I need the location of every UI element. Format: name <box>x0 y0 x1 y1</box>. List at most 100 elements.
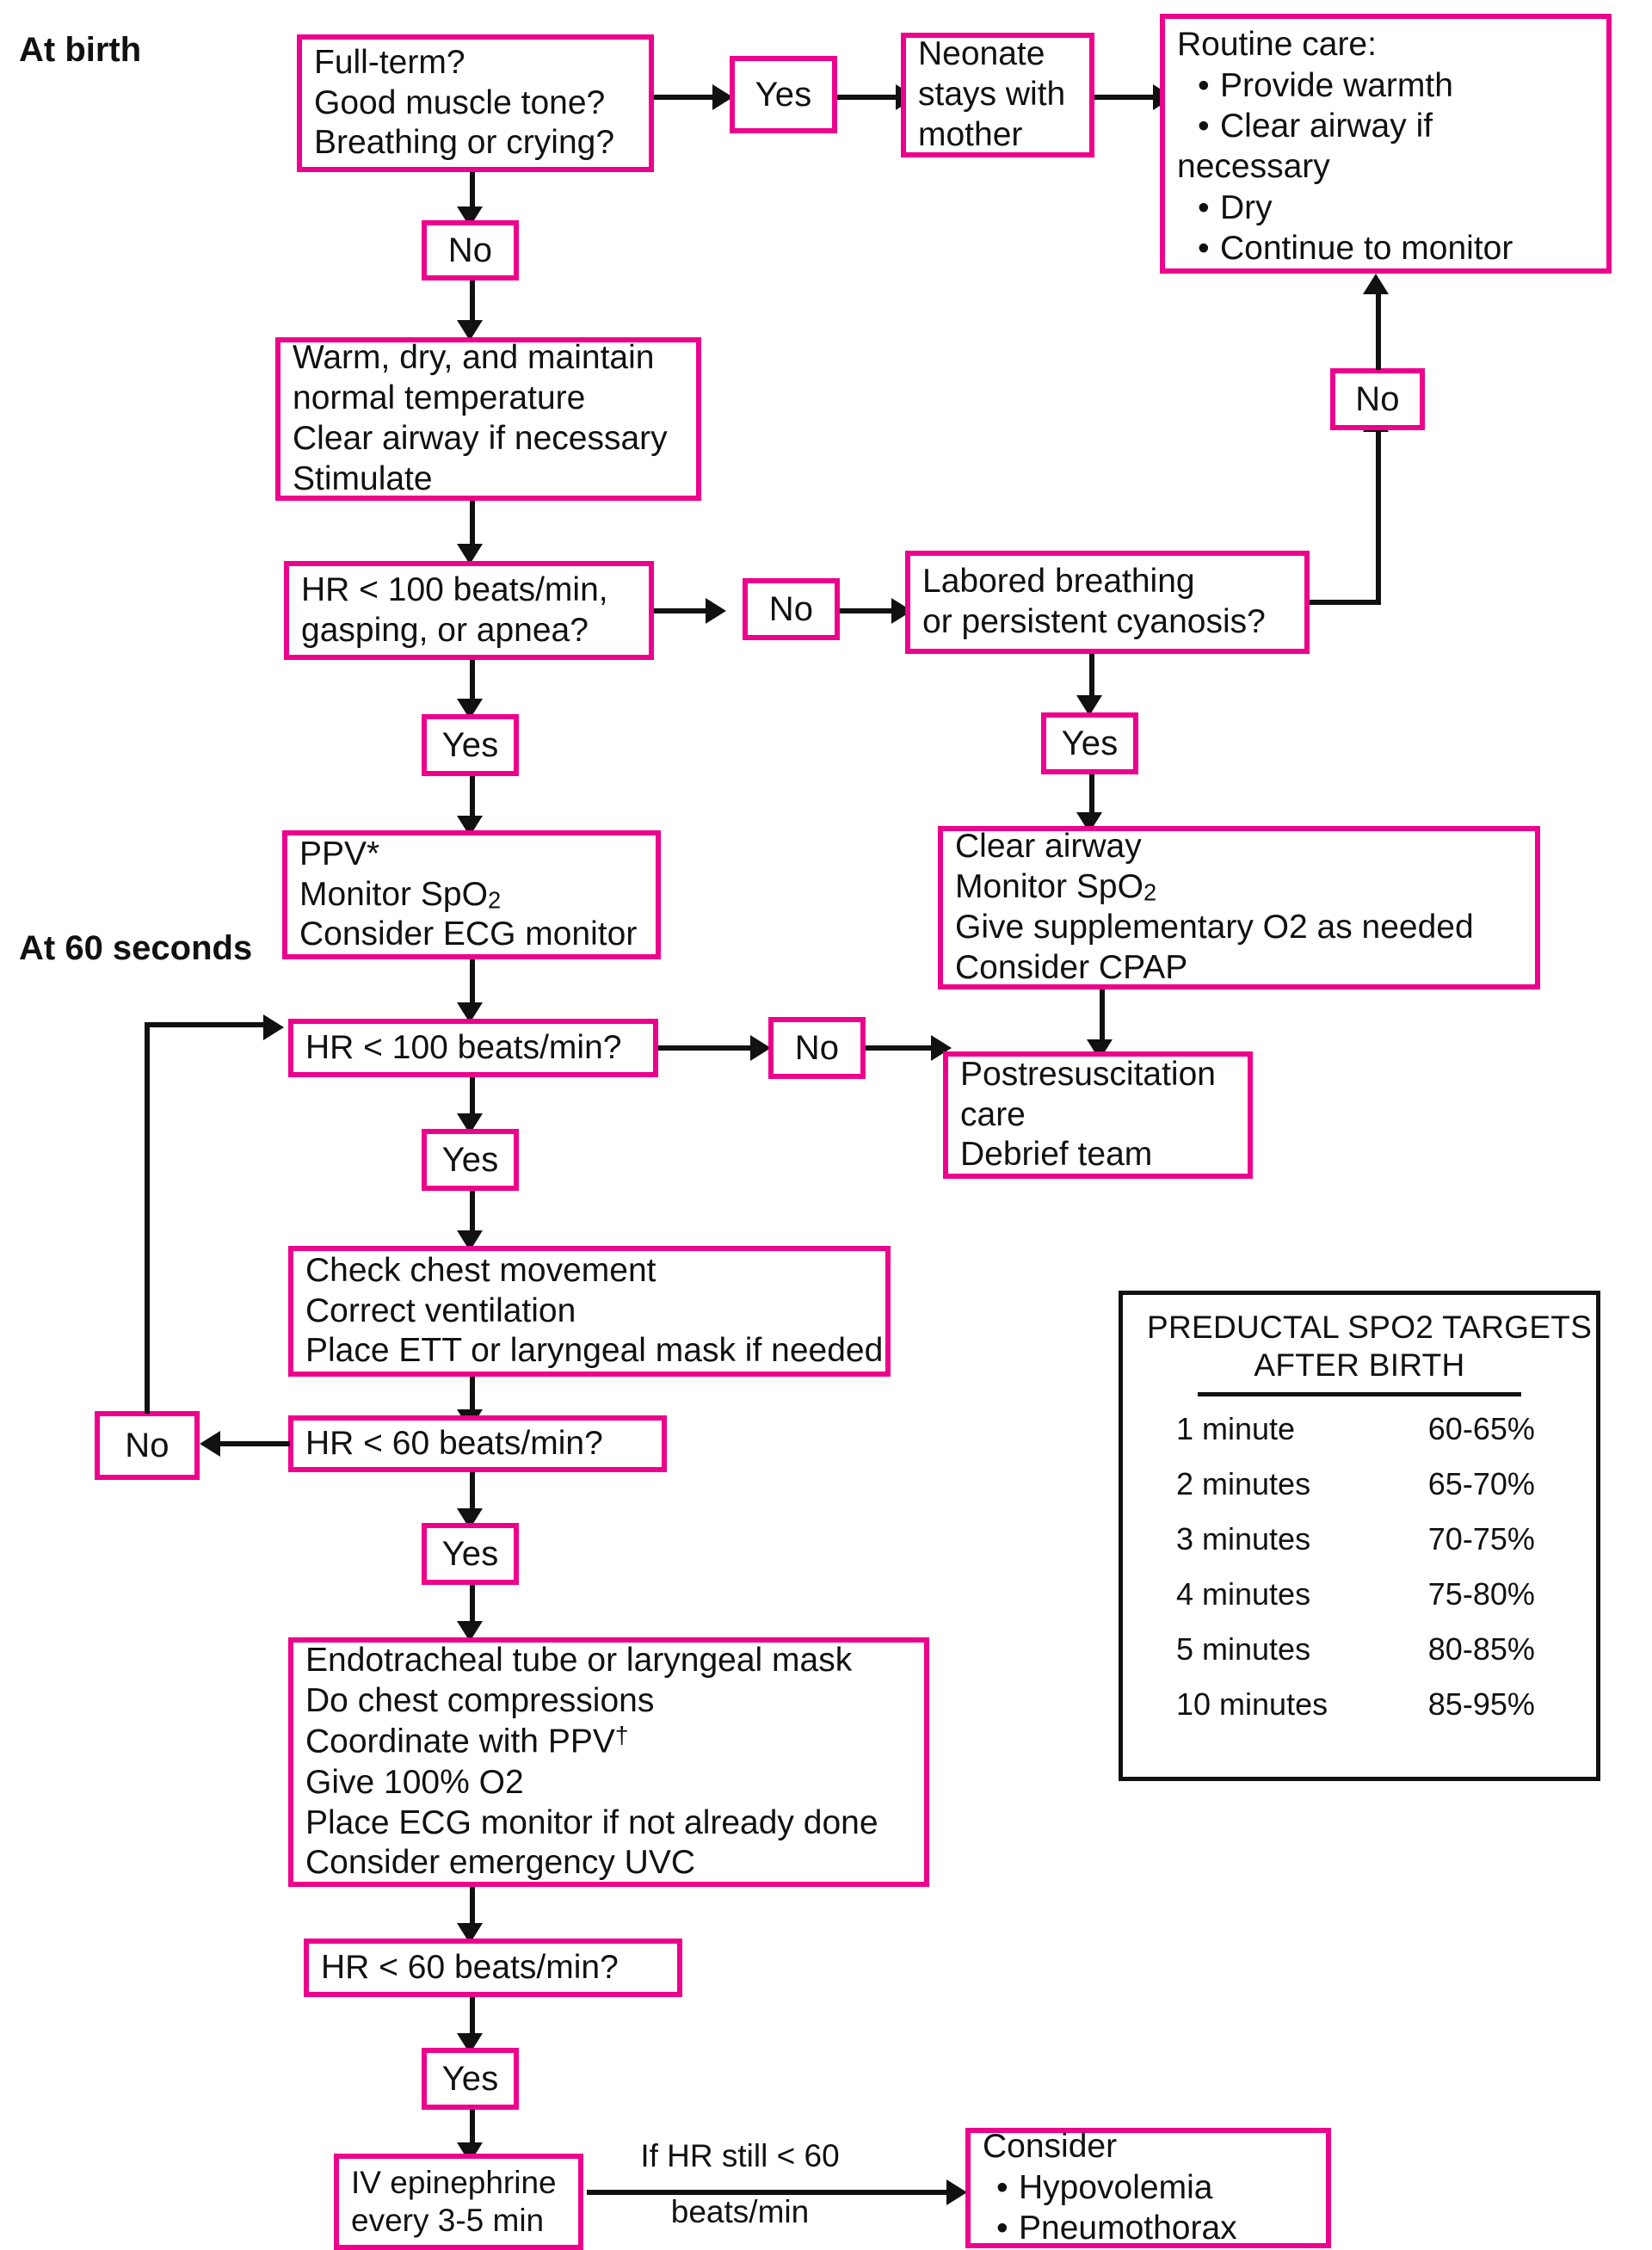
bullet-dot-icon: • <box>1198 66 1210 104</box>
check-chest-line-3: Place ETT or laryngeal mask if needed <box>305 1332 884 1370</box>
clear-airway-line-3: Give supplementary O2 as needed <box>955 909 1474 946</box>
labored-breathing-line-1: Labored breathing <box>922 563 1195 601</box>
spo2-table-title-line-1: PREDUCTAL SPO2 TARGETS <box>1147 1310 1593 1345</box>
spo2-table-body: 1 minute 60-65% 2 minutes 65-70% 3 minut… <box>1147 1402 1572 1732</box>
connector-yes-to-epinephrine <box>470 2110 475 2151</box>
connector-ppv-to-hr100 <box>470 959 475 1013</box>
spo2-row-5-target: 85-95% <box>1427 1686 1535 1723</box>
connector-hr60-down <box>470 1472 475 1517</box>
answer-no-labored[interactable]: No <box>1330 368 1425 430</box>
table-row: 3 minutes 70-75% <box>1147 1512 1572 1567</box>
bullet-dot-icon: • <box>1198 188 1210 226</box>
connector-initial-down <box>470 172 475 215</box>
answer-yes-hr60-second-label: Yes <box>441 2060 499 2098</box>
neonate-stays-line-1: Neonate <box>918 35 1045 73</box>
iv-epinephrine-line-1: IV epinephrine <box>351 2164 557 2200</box>
arrowhead-hr100-to-no <box>750 1035 771 1061</box>
bullet-dot-icon: • <box>996 2210 1008 2247</box>
answer-no-hr100[interactable]: No <box>768 1017 866 1079</box>
spo2-row-3-target: 75-80% <box>1427 1576 1535 1612</box>
arrowhead-feedback-into-hr100 <box>263 1014 284 1040</box>
preductal-spo2-targets-table: PREDUCTAL SPO2 TARGETS AFTER BIRTH 1 min… <box>1119 1291 1600 1781</box>
consider-causes-bullet-2: •Pneumothorax <box>983 2208 1314 2249</box>
action-clear-airway-cpap[interactable]: Clear airway Monitor SpO2 Give supplemen… <box>938 826 1540 989</box>
spo2-row-4-target: 80-85% <box>1427 1631 1535 1667</box>
action-warm-dry-maintain[interactable]: Warm, dry, and maintain normal temperatu… <box>275 337 701 501</box>
answer-yes-labored[interactable]: Yes <box>1041 712 1138 774</box>
answer-yes-labored-label: Yes <box>1061 724 1119 762</box>
spo2-row-4-time: 5 minutes <box>1176 1631 1311 1667</box>
routine-care-bullet-2: •Clear airway if <box>1177 106 1594 147</box>
clear-airway-line-1: Clear airway <box>955 828 1142 866</box>
connector-feedback-right <box>145 1022 265 1027</box>
hr100-gasping-line-2: gasping, or apnea? <box>301 611 589 649</box>
answer-no-initial-label: No <box>447 231 493 269</box>
answer-no-hr100-gasping-label: No <box>768 590 814 628</box>
warm-dry-line-1: Warm, dry, and maintain <box>293 339 655 377</box>
action-check-chest-movement[interactable]: Check chest movement Correct ventilation… <box>288 1246 891 1377</box>
ett-line-5: Place ECG monitor if not already done <box>305 1803 878 1841</box>
routine-care-bullet-2-wrap: necessary <box>1177 148 1330 185</box>
ett-line-1: Endotracheal tube or laryngeal mask <box>305 1641 853 1679</box>
neonate-stays-line-2: stays with <box>918 76 1066 114</box>
action-iv-epinephrine[interactable]: IV epinephrine every 3-5 min <box>334 2154 583 2250</box>
connector-no-to-warmdry <box>470 280 475 330</box>
postresus-line-3: Debrief team <box>960 1136 1153 1174</box>
connector-hr100-down <box>470 1077 475 1122</box>
decision-hr100-gasping-apnea[interactable]: HR < 100 beats/min, gasping, or apnea? <box>284 561 654 660</box>
answer-no-hr60-first[interactable]: No <box>95 1411 200 1480</box>
answer-yes-hr60-second[interactable]: Yes <box>422 2048 519 2110</box>
labored-breathing-line-2: or persistent cyanosis? <box>922 603 1266 640</box>
ett-line-3: Coordinate with PPV† <box>305 1722 629 1761</box>
connector-feedback-up <box>145 1022 150 1414</box>
connector-yes-labored-to-clearairway <box>1089 774 1094 823</box>
initial-assessment-line-1: Full-term? <box>314 43 465 81</box>
spo2-row-0-time: 1 minute <box>1176 1411 1296 1447</box>
connector-initial-to-yes <box>654 95 716 100</box>
ett-line-6: Consider emergency UVC <box>305 1844 696 1882</box>
connector-warmdry-to-hr100gasp <box>470 501 475 554</box>
answer-yes-hr100[interactable]: Yes <box>422 1129 519 1191</box>
decision-hr100[interactable]: HR < 100 beats/min? <box>288 1019 658 1077</box>
decision-initial-assessment[interactable]: Full-term? Good muscle tone? Breathing o… <box>297 34 654 172</box>
answer-no-hr60-first-label: No <box>125 1427 170 1464</box>
connector-yes-to-neonate <box>837 95 899 100</box>
initial-assessment-line-2: Good muscle tone? <box>314 83 606 121</box>
routine-care-title: Routine care: <box>1177 26 1377 64</box>
answer-yes-hr100-label: Yes <box>441 1141 499 1179</box>
hr100-line-1: HR < 100 beats/min? <box>305 1028 622 1066</box>
action-neonate-stays-with-mother[interactable]: Neonate stays with mother <box>901 33 1094 157</box>
check-chest-line-1: Check chest movement <box>305 1251 656 1289</box>
action-consider-causes[interactable]: Consider •Hypovolemia •Pneumothorax <box>965 2128 1331 2248</box>
action-postresuscitation-care[interactable]: Postresuscitation care Debrief team <box>943 1051 1253 1179</box>
ppv-line-2: Monitor SpO2 <box>299 875 502 913</box>
spo2-row-1-time: 2 minutes <box>1176 1466 1311 1502</box>
spo2-row-3-time: 4 minutes <box>1176 1576 1311 1612</box>
connector-yes-to-ppv <box>470 776 475 826</box>
hr100-gasping-line-1: HR < 100 beats/min, <box>301 570 608 608</box>
clear-airway-line-2: Monitor SpO2 <box>955 868 1157 906</box>
decision-labored-breathing-cyanosis[interactable]: Labored breathing or persistent cyanosis… <box>905 551 1310 654</box>
connector-no-to-labored <box>840 608 895 613</box>
connector-labored-down <box>1089 654 1094 704</box>
action-routine-care[interactable]: Routine care: •Provide warmth •Clear air… <box>1160 14 1612 274</box>
decision-hr60-second[interactable]: HR < 60 beats/min? <box>304 1939 682 1997</box>
connector-no-hr100-to-postresus <box>866 1045 936 1051</box>
connector-epinephrine-to-consider <box>587 2190 952 2195</box>
routine-care-bullet-4: •Continue to monitor <box>1177 228 1594 269</box>
edge-label-line-2: beats/min <box>670 2194 810 2229</box>
edge-label-if-hr-still-60: If HR still < 60 <box>594 2138 886 2173</box>
action-ppv-monitor[interactable]: PPV* Monitor SpO2 Consider ECG monitor <box>282 830 661 959</box>
action-ett-chest-compressions[interactable]: Endotracheal tube or laryngeal mask Do c… <box>288 1637 929 1887</box>
connector-hr100gasp-to-no <box>654 608 709 613</box>
answer-no-initial[interactable]: No <box>422 220 519 280</box>
answer-yes-initial[interactable]: Yes <box>730 56 837 133</box>
spo2-row-1-target: 65-70% <box>1427 1466 1535 1502</box>
decision-hr60-first[interactable]: HR < 60 beats/min? <box>288 1415 667 1472</box>
connector-neonate-to-routine <box>1094 95 1156 100</box>
table-row: 2 minutes 65-70% <box>1147 1457 1572 1512</box>
answer-yes-hr60-first[interactable]: Yes <box>422 1523 519 1585</box>
answer-yes-hr100-gasping[interactable]: Yes <box>422 714 519 776</box>
answer-no-hr100-gasping[interactable]: No <box>743 578 840 640</box>
